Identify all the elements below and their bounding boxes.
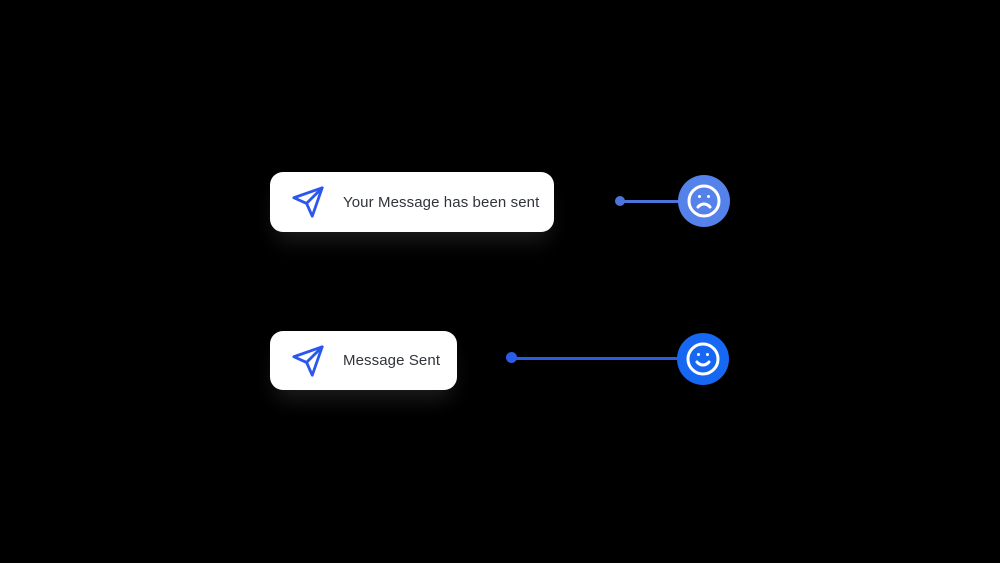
negative-reaction-badge <box>678 175 730 227</box>
send-icon <box>291 185 325 219</box>
toast-long-message: Your Message has been sent <box>270 172 554 232</box>
positive-reaction-badge <box>677 333 729 385</box>
toast-short-message: Message Sent <box>270 331 457 390</box>
frown-face-icon <box>686 183 722 219</box>
send-icon <box>291 344 325 378</box>
connector-line <box>619 200 682 203</box>
toast-long-message-label: Your Message has been sent <box>343 193 540 211</box>
smile-face-icon <box>685 341 721 377</box>
toast-short-message-label: Message Sent <box>343 352 441 369</box>
connector-line <box>511 357 680 360</box>
